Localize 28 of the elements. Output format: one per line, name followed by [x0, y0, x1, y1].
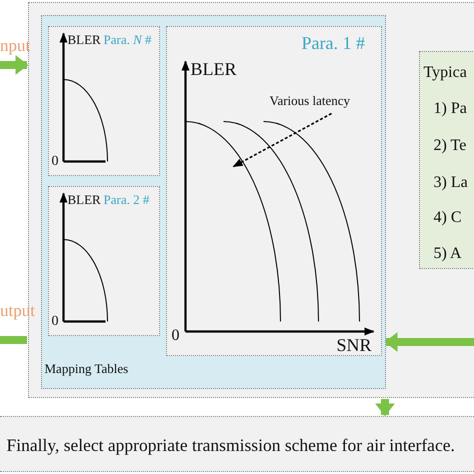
list-box — [419, 51, 474, 269]
axis-tick-label: 0 — [172, 328, 180, 344]
list-item: 3) La — [434, 174, 468, 190]
chart-title: Para. 1 # — [302, 34, 365, 52]
connector-bar — [0, 336, 27, 344]
panel-title: Mapping Tables — [44, 362, 128, 374]
output-label: utput — [0, 302, 35, 319]
list-item: 1) Pa — [434, 100, 467, 116]
list-item: 4) C — [434, 210, 462, 226]
chart-card — [166, 26, 382, 356]
list-item: 2) Te — [434, 138, 466, 154]
result-box — [0, 416, 474, 472]
chart-title: Para. 2 # — [104, 192, 150, 206]
annotation: Various latency — [270, 94, 350, 106]
axis-tick-label: 0 — [52, 154, 58, 168]
chart-card — [48, 186, 160, 336]
axis-label: BLER — [190, 60, 237, 78]
mapping-tables-panel — [41, 15, 386, 389]
list-item: 5) A — [434, 246, 462, 262]
chart-card — [48, 26, 160, 176]
axis-label: SNR — [336, 336, 372, 354]
axis-label: BLER — [68, 192, 101, 206]
axis-tick-label: 0 — [52, 314, 58, 328]
axis-label: BLER — [68, 32, 101, 46]
input-label: nput — [0, 37, 30, 54]
chart-title: Para. N # — [104, 32, 152, 46]
list-heading: Typica — [424, 64, 467, 80]
conclusion-text: Finally, select appropriate transmission scheme for air interface. — [6, 436, 455, 454]
